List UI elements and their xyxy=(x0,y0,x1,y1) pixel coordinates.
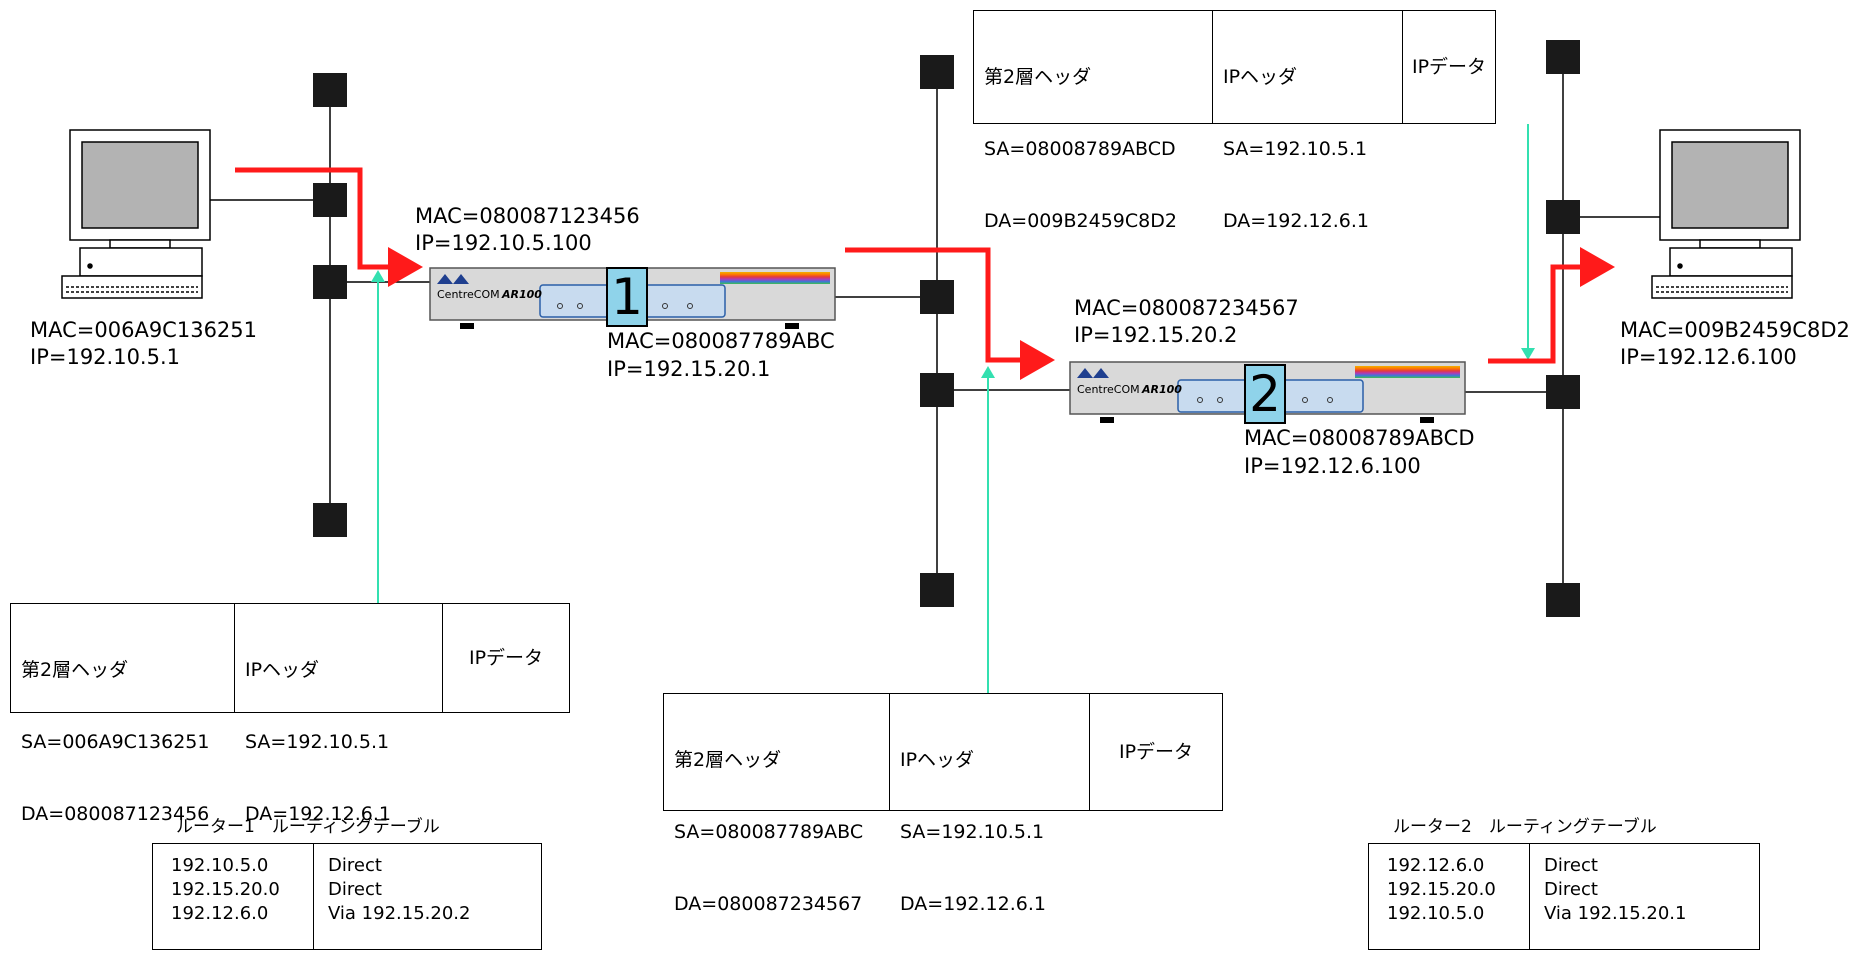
router-1-port-a-ip: IP=192.10.5.100 xyxy=(415,231,592,255)
left-host-ip: IP=192.10.5.1 xyxy=(30,345,181,369)
router-2-port-b-ip: IP=192.12.6.100 xyxy=(1244,454,1421,478)
l2-destination-address: DA=009B2459C8D2 xyxy=(984,210,1177,232)
node-square xyxy=(920,573,954,607)
left-host-mac: MAC=006A9C136251 xyxy=(30,318,258,342)
route-column: Direct Direct Via 192.15.20.2 xyxy=(313,844,541,949)
l2-header: 第2層ヘッダ SA=080087789ABC DA=080087234567 xyxy=(664,694,889,915)
node-square xyxy=(920,55,954,89)
packet-pointers xyxy=(371,124,1535,693)
route-network: 192.15.20.0 xyxy=(1387,879,1496,900)
node-square xyxy=(1546,40,1580,74)
right-host-ip: IP=192.12.6.100 xyxy=(1620,345,1797,369)
router-1-port-a-mac: MAC=080087123456 xyxy=(415,204,640,228)
traffic-path xyxy=(235,167,1615,380)
router-2-model: AR100 xyxy=(1141,383,1182,396)
route-next-hop: Via 192.15.20.2 xyxy=(328,903,471,924)
route-column: Direct Direct Via 192.15.20.1 xyxy=(1529,844,1759,949)
l2-source-address: SA=006A9C136251 xyxy=(21,731,210,753)
network-column: 192.10.5.0 192.15.20.0 192.12.6.0 xyxy=(153,844,313,949)
route-network: 192.12.6.0 xyxy=(171,903,269,924)
right-pc-icon xyxy=(1651,129,1801,299)
node-square xyxy=(313,183,347,217)
l2-header: 第2層ヘッダ SA=08008789ABCD DA=009B2459C8D2 xyxy=(974,11,1212,232)
routing-table-1-title: ルーター1 ルーティングテーブル xyxy=(176,817,440,837)
ip-source-address: SA=192.10.5.1 xyxy=(245,731,390,753)
ip-data: IPデータ xyxy=(442,604,569,712)
route-next-hop: Via 192.15.20.1 xyxy=(1544,903,1687,924)
ip-data: IPデータ xyxy=(1402,11,1495,123)
network-column: 192.12.6.0 192.15.20.0 192.10.5.0 xyxy=(1369,844,1529,949)
ip-header: IPヘッダ SA=192.10.5.1 DA=192.12.6.1 xyxy=(1212,11,1402,232)
node-square xyxy=(313,503,347,537)
ip-header-title: IPヘッダ xyxy=(900,749,975,771)
router-2-port-a-mac: MAC=080087234567 xyxy=(1074,296,1299,320)
router-1-model: AR100 xyxy=(501,288,542,301)
ip-header: IPヘッダ SA=192.10.5.1 DA=192.12.6.1 xyxy=(889,694,1089,915)
l2-source-address: SA=080087789ABC xyxy=(674,821,864,843)
path-segment-3 xyxy=(1488,247,1615,364)
routing-table-2-title: ルーター2 ルーティングテーブル xyxy=(1393,817,1657,837)
node-square xyxy=(920,373,954,407)
l2-header: 第2層ヘッダ SA=006A9C136251 DA=080087123456 xyxy=(11,604,234,825)
routing-table-1: 192.10.5.0 192.15.20.0 192.12.6.0 Direct… xyxy=(152,843,542,950)
l2-destination-address: DA=080087234567 xyxy=(674,893,863,915)
l2-header-title: 第2層ヘッダ xyxy=(674,749,782,771)
ip-header: IPヘッダ SA=192.10.5.1 DA=192.12.6.1 xyxy=(234,604,442,825)
router-1-port-b-ip: IP=192.15.20.1 xyxy=(607,357,771,381)
router-1-badge: 1 xyxy=(606,267,648,327)
route-next-hop: Direct xyxy=(1544,879,1598,900)
route-network: 192.10.5.0 xyxy=(171,855,269,876)
l2-source-address: SA=08008789ABCD xyxy=(984,138,1176,160)
router-2-port-a-ip: IP=192.15.20.2 xyxy=(1074,323,1238,347)
ip-destination-address: DA=192.12.6.1 xyxy=(900,893,1046,915)
l2-destination-address: DA=080087123456 xyxy=(21,803,210,825)
ip-header-title: IPヘッダ xyxy=(245,659,320,681)
router-1-brand: CentreCOM xyxy=(437,288,500,301)
route-network: 192.12.6.0 xyxy=(1387,855,1485,876)
route-next-hop: Direct xyxy=(328,879,382,900)
node-square xyxy=(920,280,954,314)
packet-frame-1: 第2層ヘッダ SA=006A9C136251 DA=080087123456 I… xyxy=(10,603,570,825)
packet-frame-2: 第2層ヘッダ SA=080087789ABC DA=080087234567 I… xyxy=(663,693,1223,915)
path-segment-2 xyxy=(845,247,1055,380)
node-square xyxy=(313,265,347,299)
router-2-port-b-mac: MAC=08008789ABCD xyxy=(1244,426,1475,450)
ip-destination-address: DA=192.12.6.1 xyxy=(245,803,391,825)
router-1-port-b-mac: MAC=080087789ABC xyxy=(607,329,835,353)
packet-frame-3: 第2層ヘッダ SA=08008789ABCD DA=009B2459C8D2 I… xyxy=(973,10,1496,232)
ip-source-address: SA=192.10.5.1 xyxy=(1223,138,1368,160)
route-network: 192.15.20.0 xyxy=(171,879,280,900)
node-square xyxy=(313,73,347,107)
route-next-hop: Direct xyxy=(1544,855,1598,876)
l2-header-title: 第2層ヘッダ xyxy=(984,66,1092,88)
node-square xyxy=(1546,375,1580,409)
ip-source-address: SA=192.10.5.1 xyxy=(900,821,1045,843)
right-host-mac: MAC=009B2459C8D2 xyxy=(1620,318,1850,342)
ip-data: IPデータ xyxy=(1089,694,1222,810)
node-square xyxy=(1546,583,1580,617)
l2-header-title: 第2層ヘッダ xyxy=(21,659,129,681)
routing-table-2: 192.12.6.0 192.15.20.0 192.10.5.0 Direct… xyxy=(1368,843,1760,950)
node-square xyxy=(1546,200,1580,234)
segment-a xyxy=(210,90,430,520)
route-network: 192.10.5.0 xyxy=(1387,903,1485,924)
ip-destination-address: DA=192.12.6.1 xyxy=(1223,210,1369,232)
path-segment-1 xyxy=(235,167,423,287)
ip-header-title: IPヘッダ xyxy=(1223,66,1298,88)
route-next-hop: Direct xyxy=(328,855,382,876)
router-2-brand: CentreCOM xyxy=(1077,383,1140,396)
router-2-badge: 2 xyxy=(1244,364,1286,424)
left-pc-icon xyxy=(61,129,211,299)
